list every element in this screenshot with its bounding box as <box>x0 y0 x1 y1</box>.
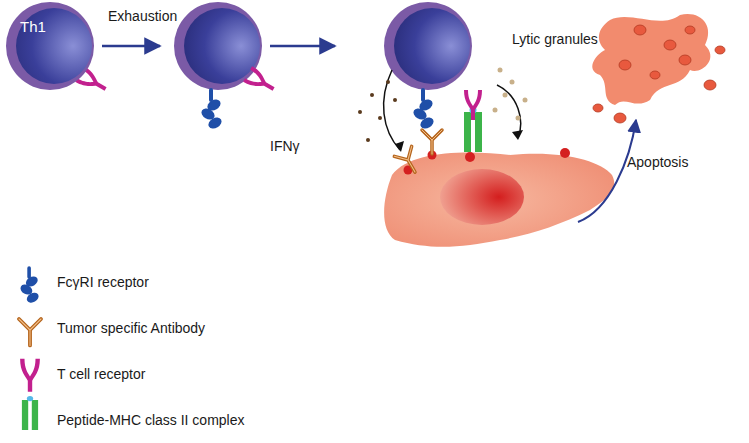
exhaustion-arrow <box>102 45 160 48</box>
apoptotic-cell <box>592 14 725 123</box>
progress-arrow <box>270 45 335 48</box>
legend-text: Peptide-MHC class II complex <box>57 412 245 428</box>
process-label: Exhaustion <box>108 8 177 24</box>
legend-antibody-icon <box>19 319 41 345</box>
cell-label: Th1 <box>20 18 46 35</box>
legend-tcr-icon <box>20 359 40 392</box>
effector-cell <box>384 2 472 90</box>
legend-text: FcγRI receptor <box>57 274 149 290</box>
tcr <box>464 90 482 120</box>
t-cell: Th1 <box>6 2 94 90</box>
antibody <box>422 130 442 154</box>
cytokine-label: IFNγ <box>270 138 300 154</box>
tumor-cell <box>384 148 614 247</box>
exhausted-cell <box>174 2 278 131</box>
legend-fcr-icon <box>19 266 41 305</box>
legend-text: Tumor specific Antibody <box>57 320 205 336</box>
antibody <box>394 146 423 177</box>
apoptosis-arrow <box>578 120 636 222</box>
fc-receptor <box>411 88 435 131</box>
granule-label: Lytic granules <box>512 31 598 47</box>
outcome-label: Apoptosis <box>627 154 688 170</box>
legend-text: T cell receptor <box>57 366 145 382</box>
legend-mhc-icon <box>22 396 38 430</box>
